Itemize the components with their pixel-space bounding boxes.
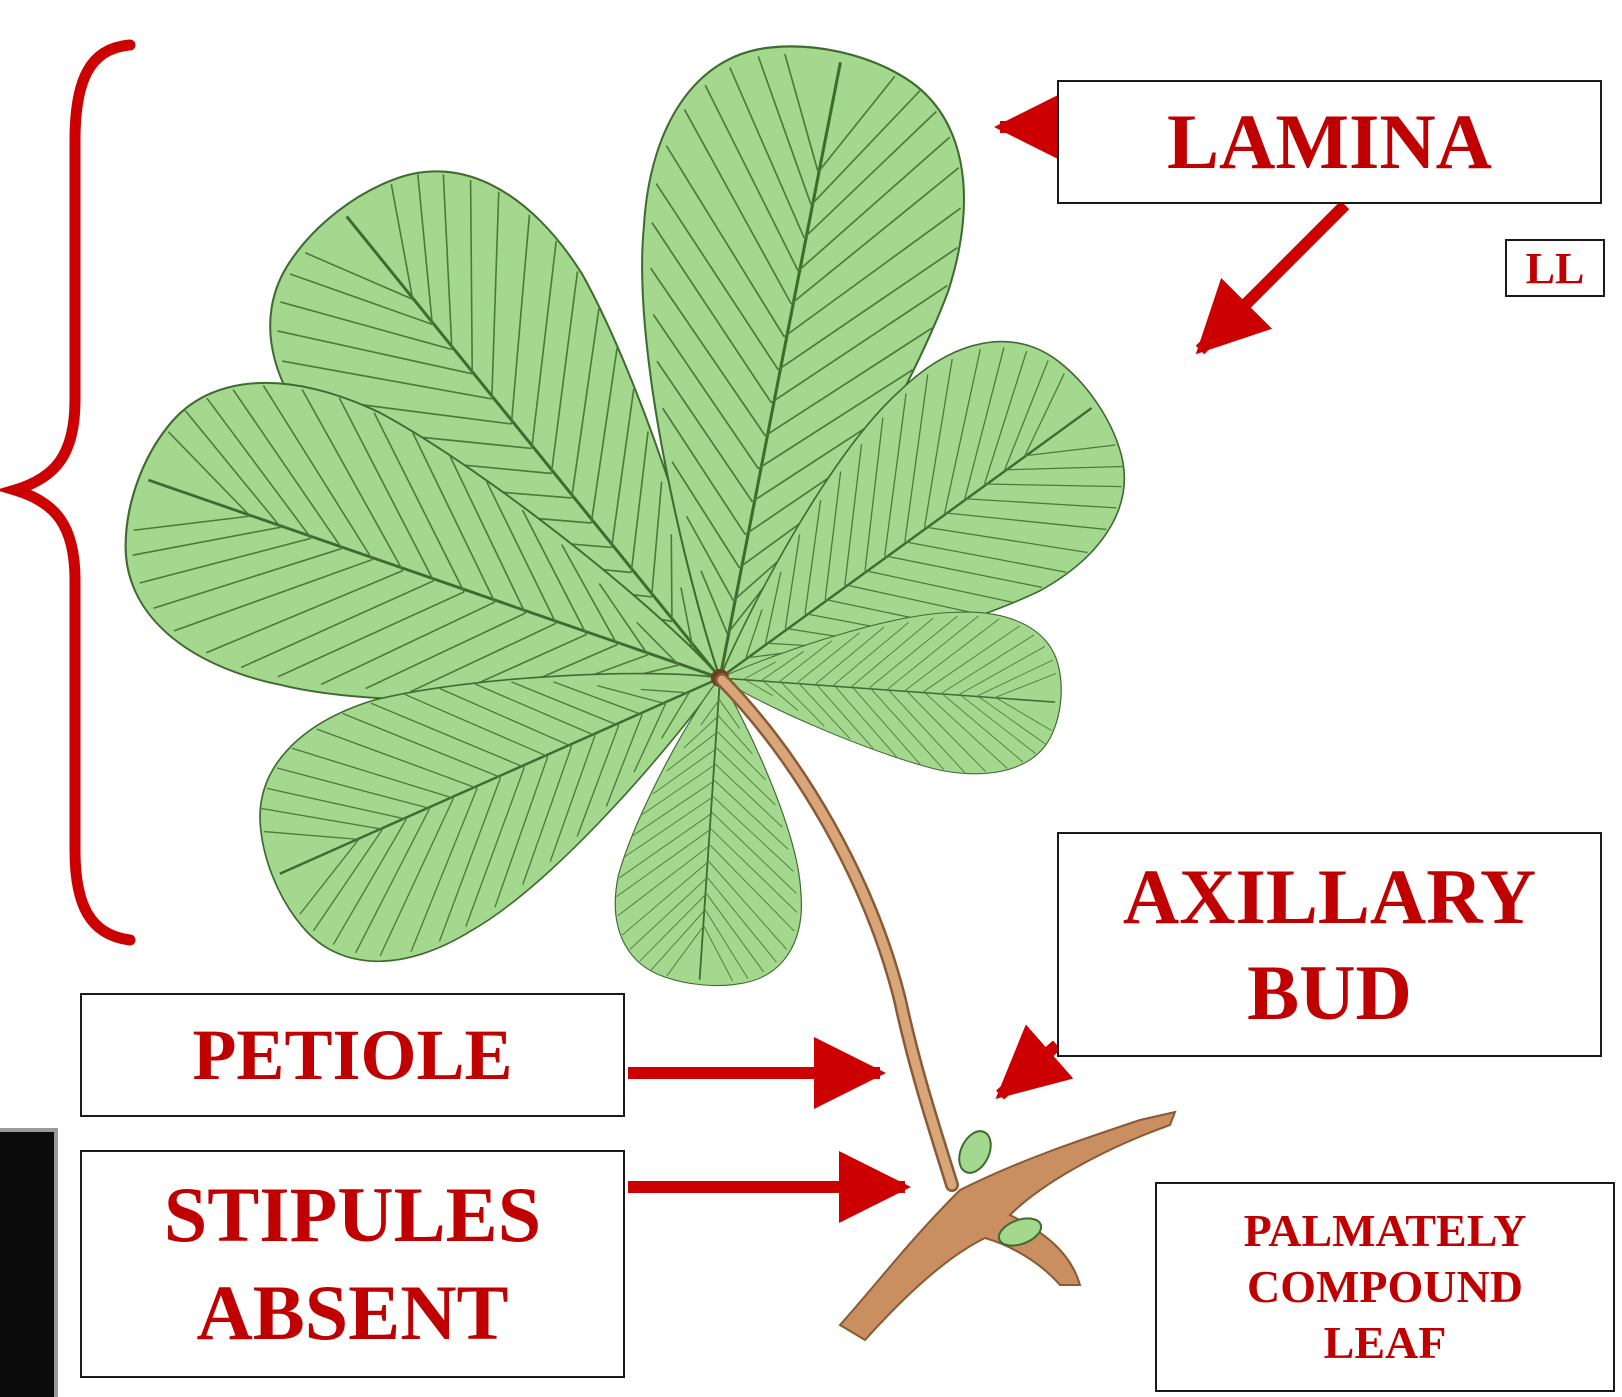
- side-panel: [0, 1128, 58, 1397]
- lamina-label-box: LAMINA: [1057, 80, 1602, 204]
- petiole-label: PETIOLE: [192, 1014, 512, 1097]
- palmate-caption-line1: PALMATELY: [1244, 1203, 1527, 1259]
- axillary-bud-shape: [953, 1126, 997, 1178]
- axillary-label-line1: AXILLARY: [1123, 849, 1536, 945]
- ll-label: LL: [1526, 243, 1585, 294]
- petiole-label-box: PETIOLE: [80, 993, 625, 1117]
- stipules-label-line2: ABSENT: [196, 1264, 508, 1362]
- palmate-caption-line2: COMPOUND: [1247, 1259, 1523, 1315]
- ll-label-box: LL: [1505, 239, 1605, 297]
- palmate-caption-line3: LEAF: [1324, 1315, 1447, 1371]
- arrow-axillary-bud: [1000, 1045, 1057, 1095]
- lamina-label: LAMINA: [1167, 97, 1492, 187]
- lamina-brace: [15, 45, 130, 940]
- stipules-label-box: STIPULES ABSENT: [80, 1150, 625, 1378]
- axillary-label-line2: BUD: [1247, 945, 1412, 1041]
- axillary-bud-label-box: AXILLARY BUD: [1057, 832, 1602, 1057]
- arrow-lamina-right: [1200, 205, 1345, 350]
- compound-leaf: [88, 19, 1168, 997]
- palmate-caption-box: PALMATELY COMPOUND LEAF: [1155, 1182, 1615, 1392]
- stipules-label-line1: STIPULES: [164, 1166, 541, 1264]
